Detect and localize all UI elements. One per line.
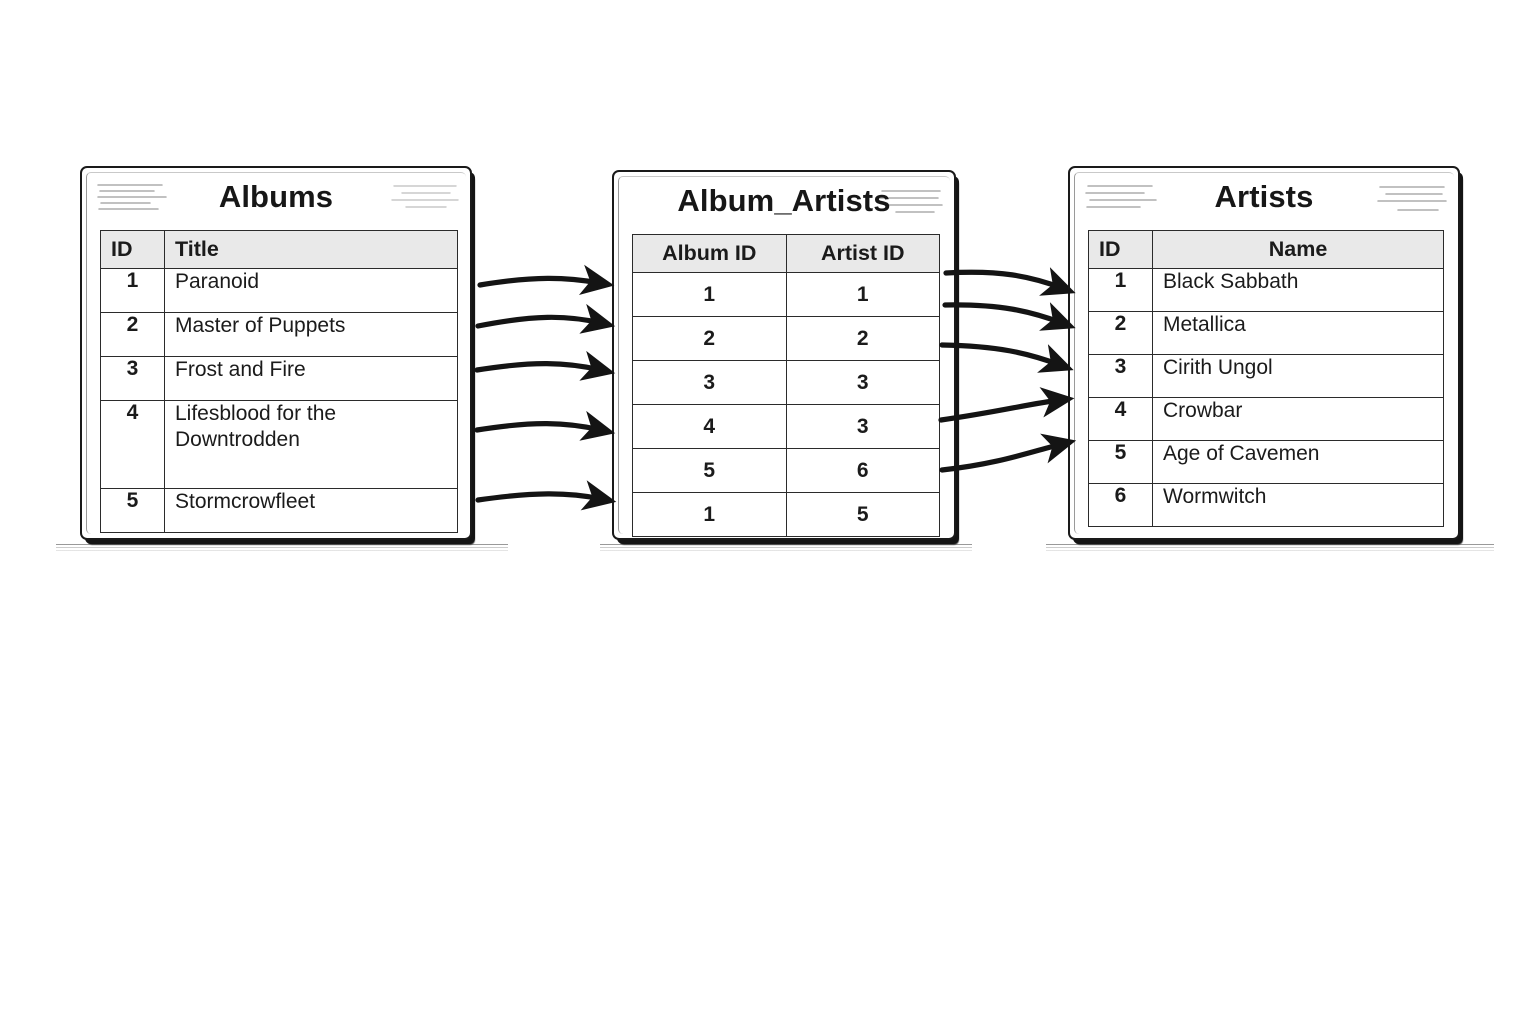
table-row[interactable]: 1 Paranoid xyxy=(100,268,458,313)
table-row[interactable]: 1 1 xyxy=(632,272,940,317)
albums-cell-id: 2 xyxy=(100,312,165,357)
album-artists-table[interactable]: Album ID Artist ID 1 1 2 2 3 3 4 xyxy=(632,234,940,537)
table-row[interactable]: 1 Black Sabbath xyxy=(1088,268,1444,312)
album-artists-cell-artist-id: 1 xyxy=(785,272,940,317)
artists-cell-id: 2 xyxy=(1088,311,1153,355)
sketch-lines-icon xyxy=(1085,185,1157,208)
table-card-album-artists[interactable]: Album_Artists Album ID Artist ID xyxy=(612,170,956,540)
artists-cell-id: 3 xyxy=(1088,354,1153,398)
arrow-link-4-to-artist-4 xyxy=(938,387,1075,423)
artists-cell-name: Crowbar xyxy=(1152,397,1444,441)
table-row[interactable]: 1 5 xyxy=(632,492,940,537)
album-artists-cell-album-id: 1 xyxy=(632,492,787,537)
arrow-link-5-to-artist-5 xyxy=(939,433,1077,473)
albums-cell-id: 3 xyxy=(100,356,165,401)
artists-cell-id: 1 xyxy=(1088,268,1153,312)
albums-col-id: ID xyxy=(100,230,165,269)
sketch-lines-icon xyxy=(391,185,459,208)
arrow-album-1-to-link-1 xyxy=(477,264,615,295)
albums-col-title: Title xyxy=(164,230,458,269)
artists-table[interactable]: ID Name 1 Black Sabbath 2 Metallica 3 Ci… xyxy=(1088,230,1444,527)
artists-cell-name: Metallica xyxy=(1152,311,1444,355)
table-row[interactable]: 5 Stormcrowfleet xyxy=(100,488,458,533)
albums-cell-title: Paranoid xyxy=(164,268,458,313)
arrow-album-2-to-link-2 xyxy=(475,303,616,334)
arrow-link-3-to-artist-3 xyxy=(939,342,1074,373)
artists-cell-name: Wormwitch xyxy=(1152,483,1444,527)
artists-header-row: ID Name xyxy=(1088,230,1444,269)
album-artists-col-artist-id: Artist ID xyxy=(785,234,940,273)
albums-cell-id: 5 xyxy=(100,488,165,533)
table-card-artists[interactable]: Artists ID Name 1 xyxy=(1068,166,1460,540)
artists-cell-name: Age of Cavemen xyxy=(1152,440,1444,484)
album-artists-cell-artist-id: 3 xyxy=(785,404,940,449)
arrow-album-5-to-link-6 xyxy=(475,480,617,511)
table-row[interactable]: 2 Metallica xyxy=(1088,311,1444,355)
arrow-link-1-to-artist-1 xyxy=(943,267,1076,296)
table-row[interactable]: 2 2 xyxy=(632,316,940,361)
artists-title: Artists xyxy=(1214,179,1314,214)
sketch-lines-icon xyxy=(875,190,943,213)
artists-card-shadow xyxy=(1046,544,1494,554)
album-artists-cell-artist-id: 5 xyxy=(785,492,940,537)
artists-col-name: Name xyxy=(1152,230,1444,269)
table-row[interactable]: 6 Wormwitch xyxy=(1088,483,1444,527)
artists-col-id: ID xyxy=(1088,230,1153,269)
artists-cell-id: 5 xyxy=(1088,440,1153,484)
album-artists-cell-album-id: 5 xyxy=(632,448,787,493)
albums-title-row: Albums xyxy=(82,168,470,226)
artists-title-row: Artists xyxy=(1070,168,1458,226)
album-artists-title: Album_Artists xyxy=(677,183,891,218)
sketch-lines-icon xyxy=(97,184,167,210)
album-artists-cell-artist-id: 2 xyxy=(785,316,940,361)
table-row[interactable]: 5 Age of Cavemen xyxy=(1088,440,1444,484)
sketch-lines-icon xyxy=(1377,186,1447,211)
albums-cell-title: Master of Puppets xyxy=(164,312,458,357)
albums-header-row: ID Title xyxy=(100,230,458,269)
album-artists-cell-artist-id: 6 xyxy=(785,448,940,493)
album-artists-col-album-id: Album ID xyxy=(632,234,787,273)
artists-cell-id: 4 xyxy=(1088,397,1153,441)
table-row[interactable]: 3 Cirith Ungol xyxy=(1088,354,1444,398)
arrow-group-album-artists-to-artists xyxy=(938,267,1077,473)
albums-cell-id: 1 xyxy=(100,268,165,313)
table-card-albums[interactable]: Albums ID Title 1 xyxy=(80,166,472,540)
arrow-link-2-to-artist-2 xyxy=(942,302,1076,331)
table-row[interactable]: 4 Lifesblood for the Downtrodden xyxy=(100,400,458,489)
albums-title: Albums xyxy=(218,179,334,214)
table-row[interactable]: 3 Frost and Fire xyxy=(100,356,458,401)
album-artists-card-shadow xyxy=(600,544,972,554)
album-artists-cell-album-id: 3 xyxy=(632,360,787,405)
album-artists-cell-artist-id: 3 xyxy=(785,360,940,405)
artists-cell-id: 6 xyxy=(1088,483,1153,527)
table-row[interactable]: 4 3 xyxy=(632,404,940,449)
album-artists-title-row: Album_Artists xyxy=(614,172,954,230)
arrow-album-3-to-link-3 xyxy=(474,350,616,381)
albums-cell-id: 4 xyxy=(100,400,165,489)
album-artists-cell-album-id: 1 xyxy=(632,272,787,317)
albums-cell-title: Stormcrowfleet xyxy=(164,488,458,533)
artists-cell-name: Cirith Ungol xyxy=(1152,354,1444,398)
arrow-album-4-to-link-4 xyxy=(474,410,616,441)
table-row[interactable]: 2 Master of Puppets xyxy=(100,312,458,357)
album-artists-cell-album-id: 4 xyxy=(632,404,787,449)
albums-cell-title: Lifesblood for the Downtrodden xyxy=(164,400,458,489)
table-row[interactable]: 4 Crowbar xyxy=(1088,397,1444,441)
albums-cell-title: Frost and Fire xyxy=(164,356,458,401)
table-row[interactable]: 3 3 xyxy=(632,360,940,405)
artists-cell-name: Black Sabbath xyxy=(1152,268,1444,312)
albums-table[interactable]: ID Title 1 Paranoid 2 Master of Puppets … xyxy=(100,230,458,533)
table-row[interactable]: 5 6 xyxy=(632,448,940,493)
album-artists-cell-album-id: 2 xyxy=(632,316,787,361)
arrow-group-albums-to-album-artists xyxy=(474,264,617,511)
album-artists-header-row: Album ID Artist ID xyxy=(632,234,940,273)
albums-card-shadow xyxy=(56,544,508,554)
